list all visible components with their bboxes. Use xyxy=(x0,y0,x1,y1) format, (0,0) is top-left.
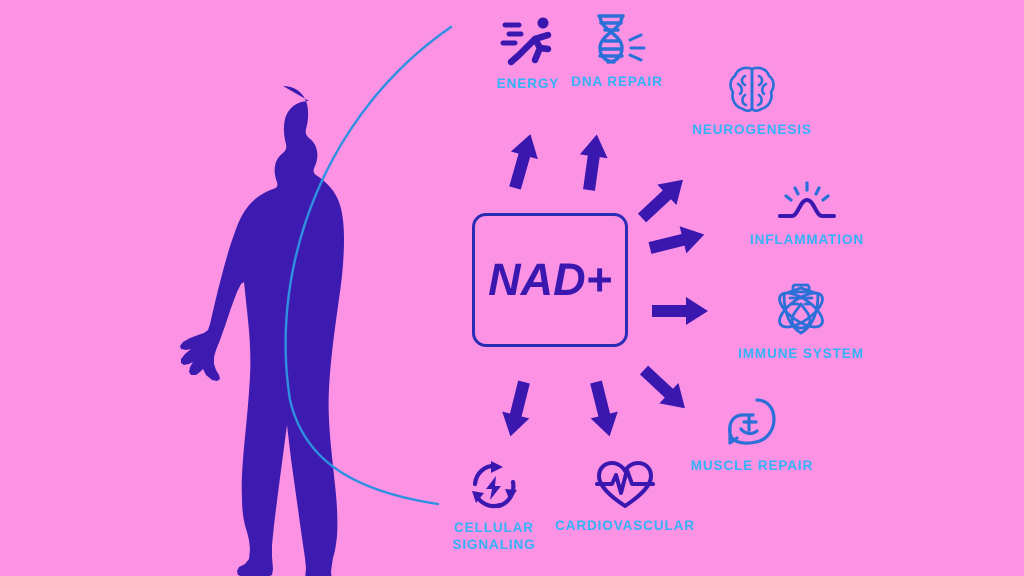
arrow-to-cellular-signaling xyxy=(496,378,538,440)
node-label-muscle-repair: MUSCLE REPAIR xyxy=(690,458,814,473)
heart-ekg-icon xyxy=(594,458,656,512)
nad-plus-center-box: NAD+ xyxy=(472,213,628,347)
node-label-energy: ENERGY xyxy=(496,76,560,91)
node-label-cellular-signaling: CELLULAR SIGNALING xyxy=(452,520,536,552)
node-label-neurogenesis: NEUROGENESIS xyxy=(692,122,812,137)
node-dna-repair[interactable]: DNA REPAIR xyxy=(547,10,687,91)
cycle-lightning-icon xyxy=(465,458,523,514)
arrow-to-inflammation xyxy=(646,220,708,262)
flexed-bicep-icon xyxy=(723,396,781,452)
running-person-icon xyxy=(499,14,557,70)
dna-helix-icon xyxy=(586,10,648,68)
arrow-to-neurogenesis xyxy=(632,169,693,229)
node-muscle-repair[interactable]: MUSCLE REPAIR xyxy=(672,396,832,475)
arrow-to-dna-repair xyxy=(575,132,611,192)
node-cardiovascular[interactable]: CARDIOVASCULAR xyxy=(535,458,715,535)
node-inflammation[interactable]: INFLAMMATION xyxy=(722,180,892,249)
node-label-immune-system: IMMUNE SYSTEM xyxy=(738,346,864,361)
arrow-to-energy xyxy=(501,130,544,192)
arrow-to-cardiovascular xyxy=(582,378,624,440)
node-label-cardiovascular: CARDIOVASCULAR xyxy=(555,518,695,533)
node-energy[interactable]: ENERGY xyxy=(468,14,588,93)
node-label-dna-repair: DNA REPAIR xyxy=(571,74,663,89)
node-neurogenesis[interactable]: NEUROGENESIS xyxy=(672,62,832,139)
node-label-inflammation: INFLAMMATION xyxy=(749,232,865,247)
nad-plus-label: NAD+ xyxy=(488,254,612,305)
shield-atom-droplet-icon xyxy=(772,282,830,340)
node-immune-system[interactable]: IMMUNE SYSTEM xyxy=(716,282,886,363)
brain-icon xyxy=(725,62,779,116)
arrow-to-immune-system xyxy=(652,297,708,325)
node-cellular-signaling[interactable]: CELLULAR SIGNALING xyxy=(424,458,564,553)
swelling-icon xyxy=(776,180,838,226)
